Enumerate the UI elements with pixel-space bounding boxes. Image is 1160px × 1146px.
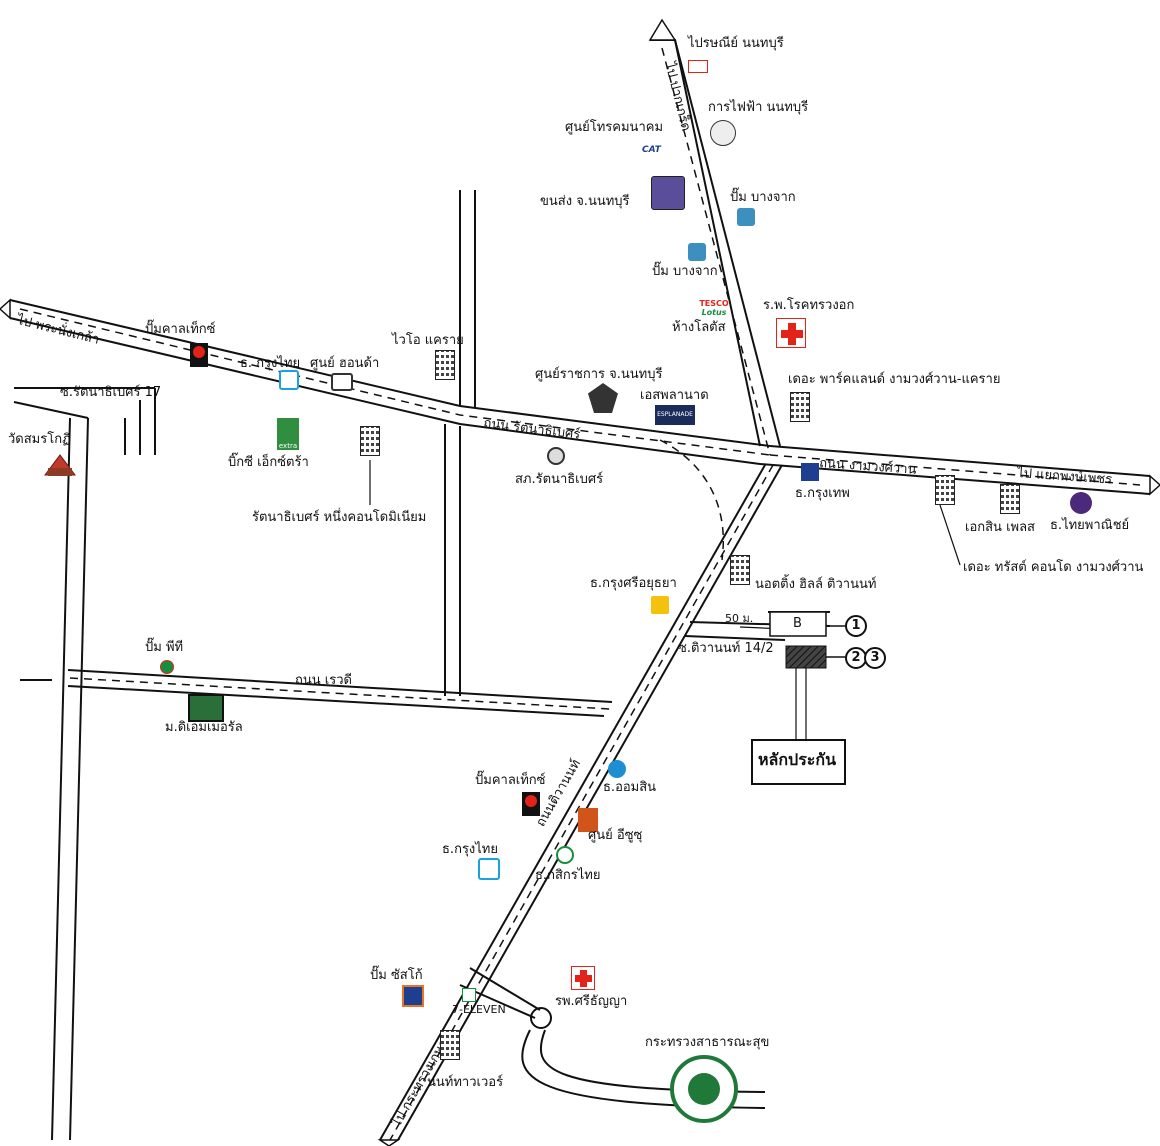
chest-hospital-label: ร.พ.โรคทรวงอก: [763, 298, 855, 313]
road-pakkret-east-edge: [674, 39, 781, 447]
bbl-label: ธ.กรุงเทพ: [795, 486, 850, 501]
moph-emblem-icon: [670, 1055, 738, 1123]
pea-label: การไฟฟ้า นนทบุรี: [708, 100, 809, 115]
hospital-icon: [776, 318, 806, 348]
police-icon: [547, 447, 565, 465]
caltex-top-icon: [190, 343, 208, 367]
soi-tiwanon-14-2-label: ซ.ติวานนท์ 14/2: [678, 641, 774, 656]
caltex-low-label: ปั๊มคาลเท็กซ์: [475, 773, 546, 788]
marker-1: 1: [845, 615, 867, 637]
notting-hill-label: นอตติ้ง ฮิลล์ ติวานนท์: [755, 577, 877, 592]
post-office-label: ไปรษณีย์ นนทบุรี: [688, 36, 784, 51]
road-ngamwongwan-north-edge: [769, 445, 1151, 477]
lak-prakan-label: หลักประกัน: [758, 750, 837, 769]
road-tiwanon-east-edge: [397, 464, 783, 1141]
road-rewadi-south-edge: [67, 685, 605, 717]
police-label: สภ.รัตนาธิเบศร์: [515, 472, 604, 487]
diamond-icon: [188, 694, 224, 722]
govt-center-label: ศูนย์ราชการ จ.นนทบุรี: [535, 367, 663, 382]
wio-building-icon: [435, 350, 455, 380]
trust-building-icon: [935, 475, 955, 505]
scb-icon: [1070, 492, 1092, 514]
ekasin-building-icon: [1000, 484, 1020, 514]
bbl-icon: [801, 463, 819, 481]
parkland-building-icon: [790, 392, 810, 422]
post-office-icon: [688, 60, 708, 73]
trust-condo-label: เดอะ ทรัสต์ คอนโด งามวงศ์วาน: [963, 560, 1144, 575]
esplanade-label: เอสพลานาด: [640, 388, 709, 403]
road-rewadi-north-edge: [67, 669, 613, 703]
ktb-low-label: ธ.กรุงไทย: [442, 842, 498, 857]
nonthaburi-tower-building-icon: [440, 1030, 460, 1060]
kbank-label: ธ.กสิกรไทย: [535, 868, 601, 883]
nonthaburi-tower-label: นนท์ทาวเวอร์: [427, 1075, 504, 1090]
road-tiwanon-west-edge: [379, 464, 766, 1141]
target-building-box: [785, 645, 827, 669]
isuzu-icon: [578, 808, 598, 832]
ktb-top-icon: [279, 370, 299, 390]
isuzu-label: ศูนย์ อีซูซุ: [588, 828, 643, 843]
condo-label: รัตนาธิเบศร์ หนึ่งคอนโดมิเนียม: [252, 510, 427, 525]
ktb-low-icon: [478, 858, 500, 880]
ktb-top-label: ธ. กรุงไทย: [240, 356, 301, 371]
seven-label: 7-ELEVEN: [452, 1003, 506, 1016]
bangchak-mid-icon: [688, 243, 706, 261]
arrow-north-icon: [648, 18, 677, 41]
caltex-top-label: ปั๊มคาลเท็กซ์: [145, 322, 216, 337]
cat-label: ศูนย์โทรคมนาคม: [565, 120, 664, 135]
scb-label: ธ.ไทยพาณิชย์: [1050, 518, 1130, 533]
arrow-south-icon: [377, 1139, 401, 1146]
road-ratthanathibet-south-edge: [9, 317, 761, 465]
transport-icon: [651, 176, 685, 210]
transport-label: ขนส่ง จ.นนทบุรี: [540, 194, 630, 209]
road-ngamwongwan-south-edge: [759, 463, 1151, 495]
bangchak-top-icon: [737, 208, 755, 226]
parkland-label: เดอะ พาร์คแลนด์ งามวงศ์วาน-แคราย: [788, 372, 1001, 387]
distance-label: 50 ม.: [725, 612, 754, 625]
road-rewadi-label: ถนน เรวดี: [295, 673, 352, 688]
krungsri-label: ธ.กรุงศรีอยุธยา: [590, 576, 677, 591]
marker-3: 3: [864, 647, 886, 669]
wat-label: วัดสมรโกฏิ: [8, 432, 71, 447]
krungsri-icon: [651, 596, 669, 614]
moph-label: กระทรวงสาธารณะสุข: [645, 1035, 770, 1050]
gsb-icon: [608, 760, 626, 778]
bigc-icon: extra: [277, 418, 299, 450]
bangchak-mid-label: ปั๊ม บางจาก: [652, 264, 718, 279]
caltex-low-icon: [522, 792, 540, 816]
wio-label: ไวโอ แคราย: [392, 333, 464, 348]
ptt-label: ปั๊ม พีที: [145, 640, 184, 655]
diamond-label: ม.ดิเอมเมอรัล: [165, 720, 243, 735]
b-box-label: B: [793, 616, 802, 631]
cat-logo-icon: CAT: [642, 145, 661, 155]
temple-icon: [44, 454, 76, 476]
condo-building-icon: [360, 426, 380, 456]
lotus-logo-icon: TESCO Lotus: [699, 299, 729, 317]
seven-icon: [462, 988, 476, 1002]
srithanya-label: รพ.ศรีธัญญา: [555, 994, 628, 1009]
arrow-east-icon: [1149, 474, 1160, 496]
lotus-label: ห้างโลตัส: [672, 320, 726, 335]
b-building-box: [769, 611, 827, 637]
honda-label: ศูนย์ ฮอนด้า: [310, 356, 380, 371]
ekasin-label: เอกสิน เพลส: [965, 520, 1035, 535]
callout-box: [751, 739, 846, 785]
gsb-label: ธ.ออมสิน: [603, 780, 657, 795]
srithanya-hospital-icon: [571, 966, 595, 990]
notting-hill-building-icon: [730, 555, 750, 585]
esplanade-logo-icon: ESPLANADE: [655, 405, 695, 425]
honda-icon: [331, 373, 353, 391]
susco-icon: [402, 985, 424, 1007]
susco-label: ปั๊ม ซัสโก้: [370, 968, 423, 983]
pea-icon: [710, 120, 736, 146]
kbank-icon: [556, 846, 574, 864]
soi-ratthanathibet-17-label: ซ.รัตนาธิเบศร์ 17: [60, 385, 162, 400]
bangchak-top-label: ปั๊ม บางจาก: [730, 190, 796, 205]
ptt-icon: [160, 660, 174, 674]
bigc-label: บิ๊กซี เอ็กซ์ตร้า: [228, 455, 309, 470]
arrow-west-icon: [0, 298, 11, 320]
